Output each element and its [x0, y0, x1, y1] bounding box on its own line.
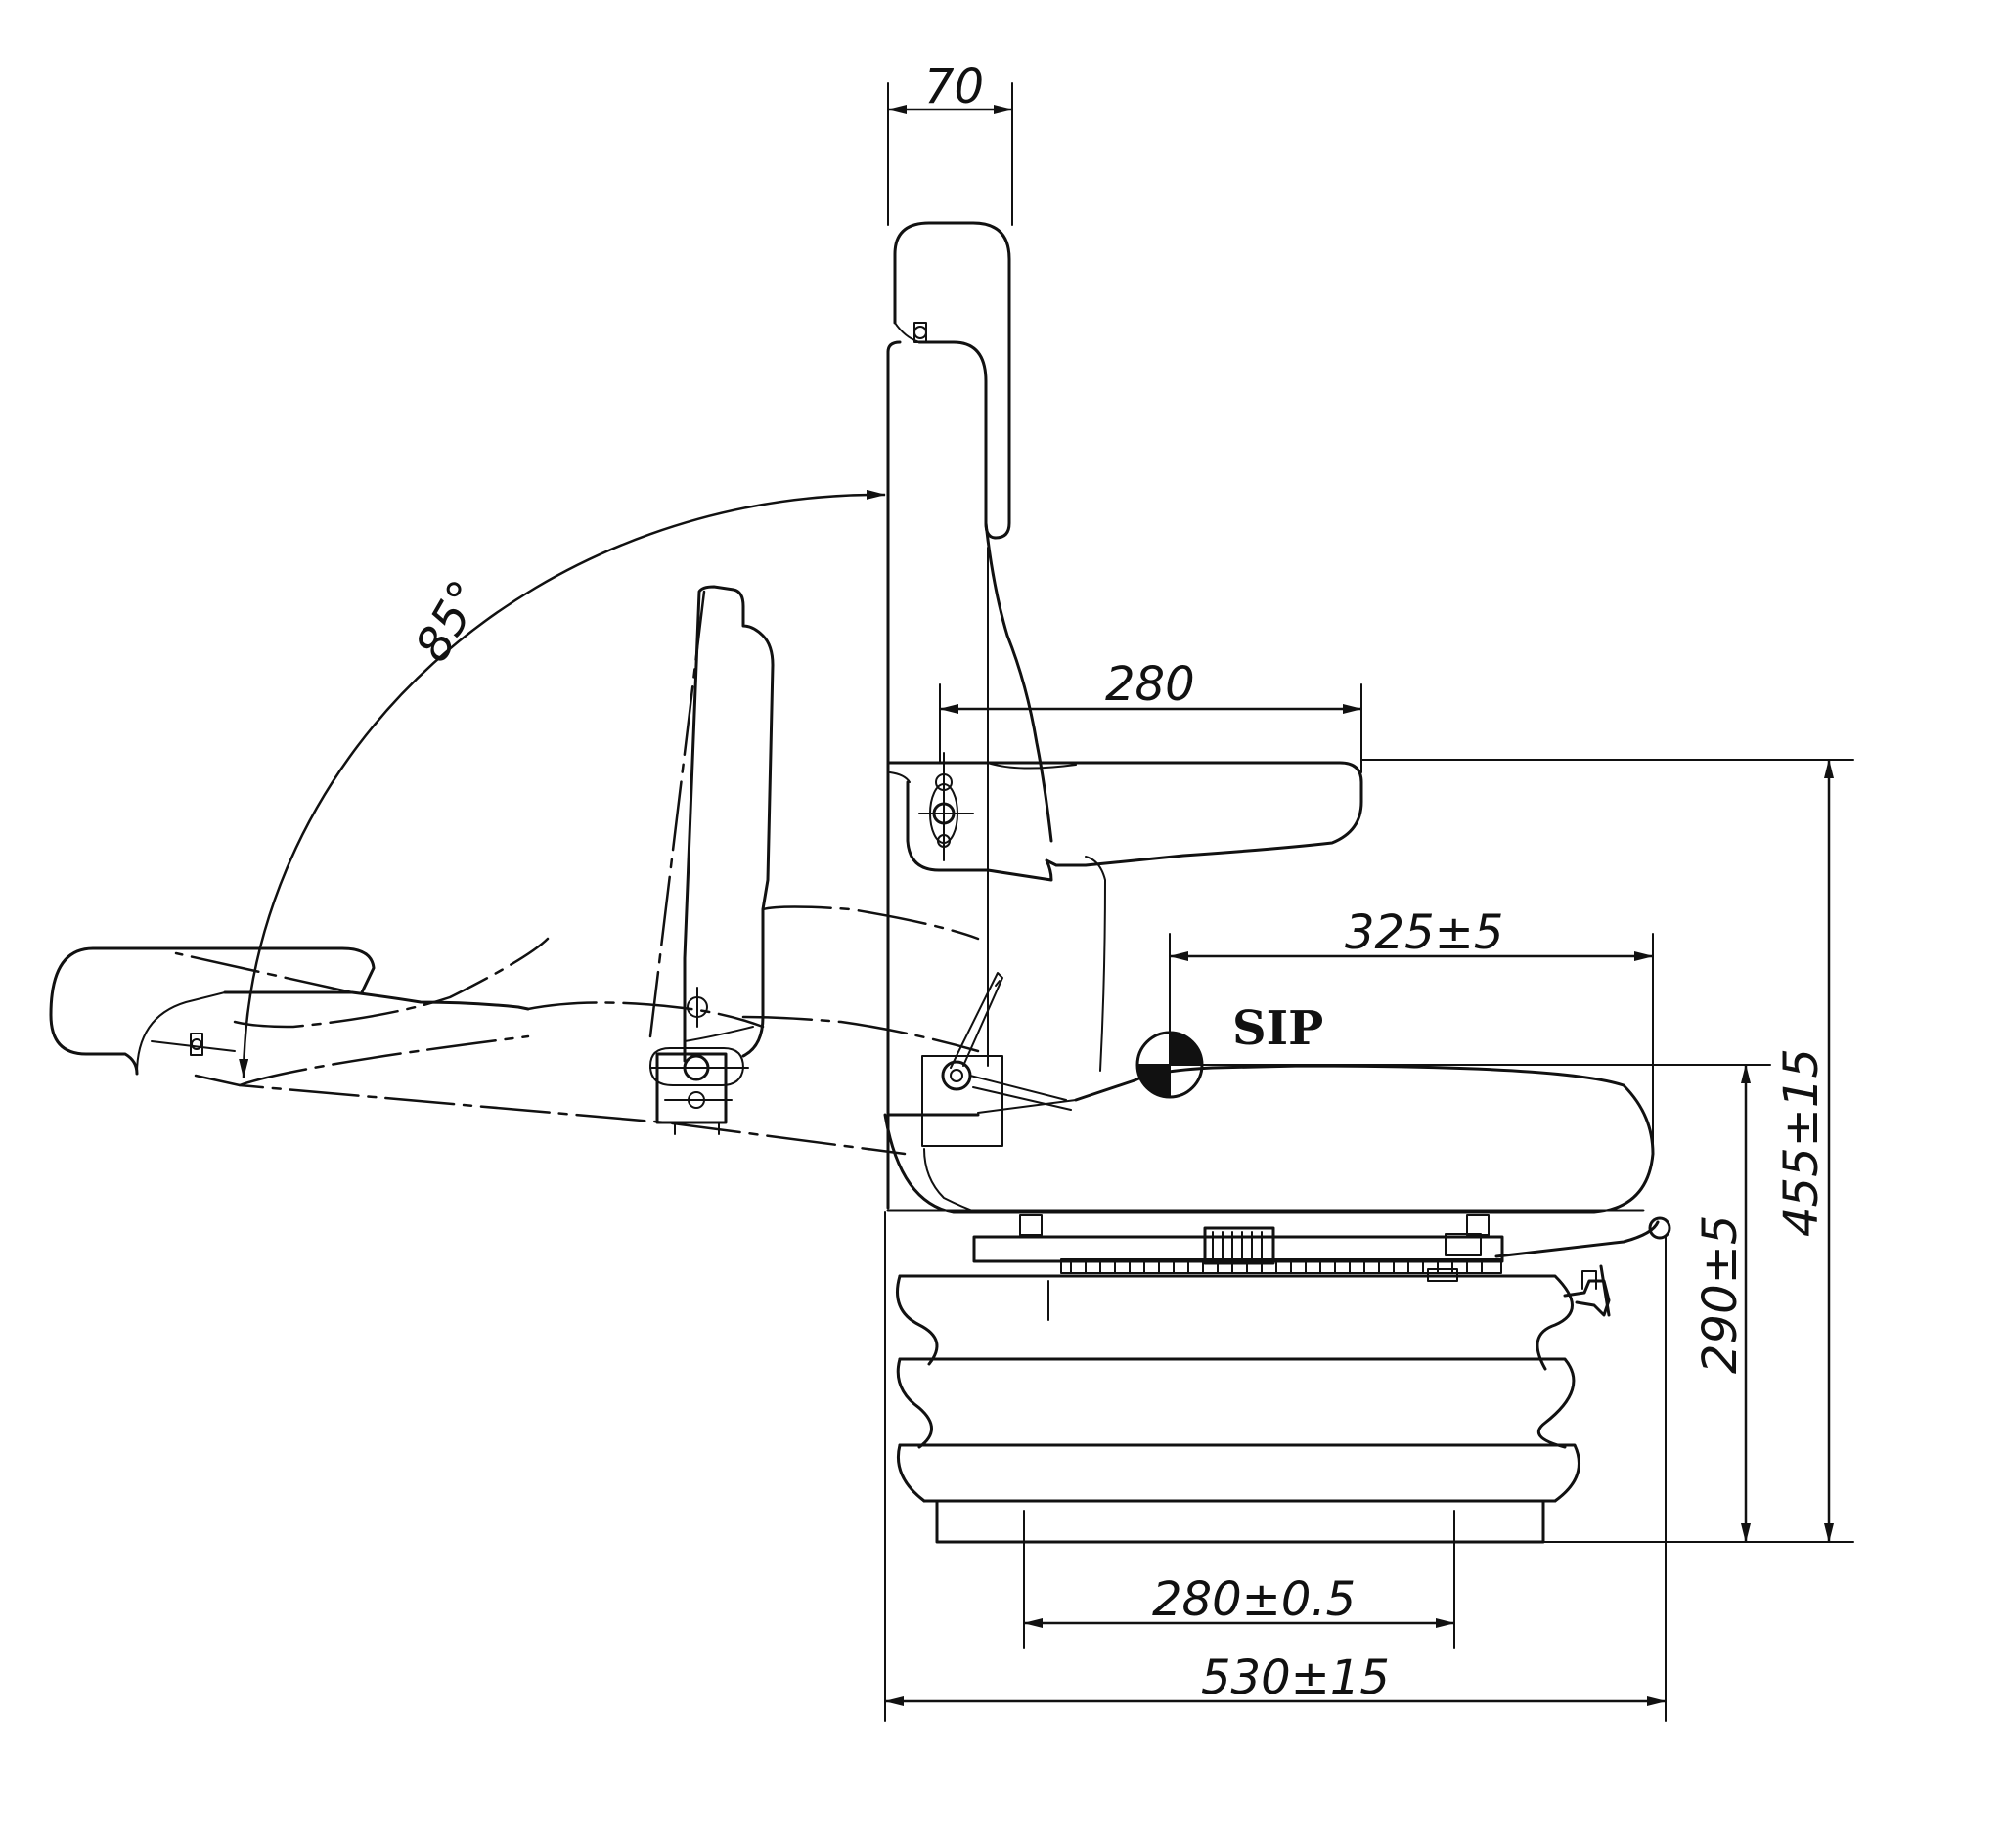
dimension-backrest-depth: 70: [887, 60, 1013, 226]
dimension-armrest-length: 280: [939, 657, 1362, 714]
dim-85-label: 85°: [405, 571, 494, 671]
dimension-sip-height: 290±5: [1202, 1064, 1771, 1543]
backrest-upright: [886, 221, 1053, 1210]
dim-455-label: 455±15: [1774, 1048, 1829, 1237]
dim-530-label: 530±15: [1201, 1650, 1390, 1705]
dim-280-label: 280: [1105, 657, 1195, 712]
dimension-total-height: 455±15: [1360, 759, 1854, 1543]
dim-325-label: 325±5: [1345, 905, 1503, 960]
reclined-backrest-phantom: [49, 585, 980, 1156]
dimension-base-mount-width: 280±0.5: [1023, 1510, 1455, 1649]
sip-label: SIP: [1232, 1001, 1323, 1056]
seat-cushion: [883, 856, 1655, 1214]
slide-rails: [972, 1214, 1671, 1321]
suspension-bellows: [896, 1264, 1611, 1544]
dimension-total-depth: 530±15: [884, 1211, 1667, 1722]
dim-290-label: 290±5: [1693, 1215, 1748, 1374]
dimension-sip-distance: 325±5: [1169, 905, 1654, 1155]
dim-280-05-label: 280±0.5: [1152, 1572, 1356, 1627]
dim-70-label: 70: [924, 60, 984, 114]
armrest: [886, 683, 1363, 882]
sip-marker: SIP: [1135, 1001, 1323, 1099]
